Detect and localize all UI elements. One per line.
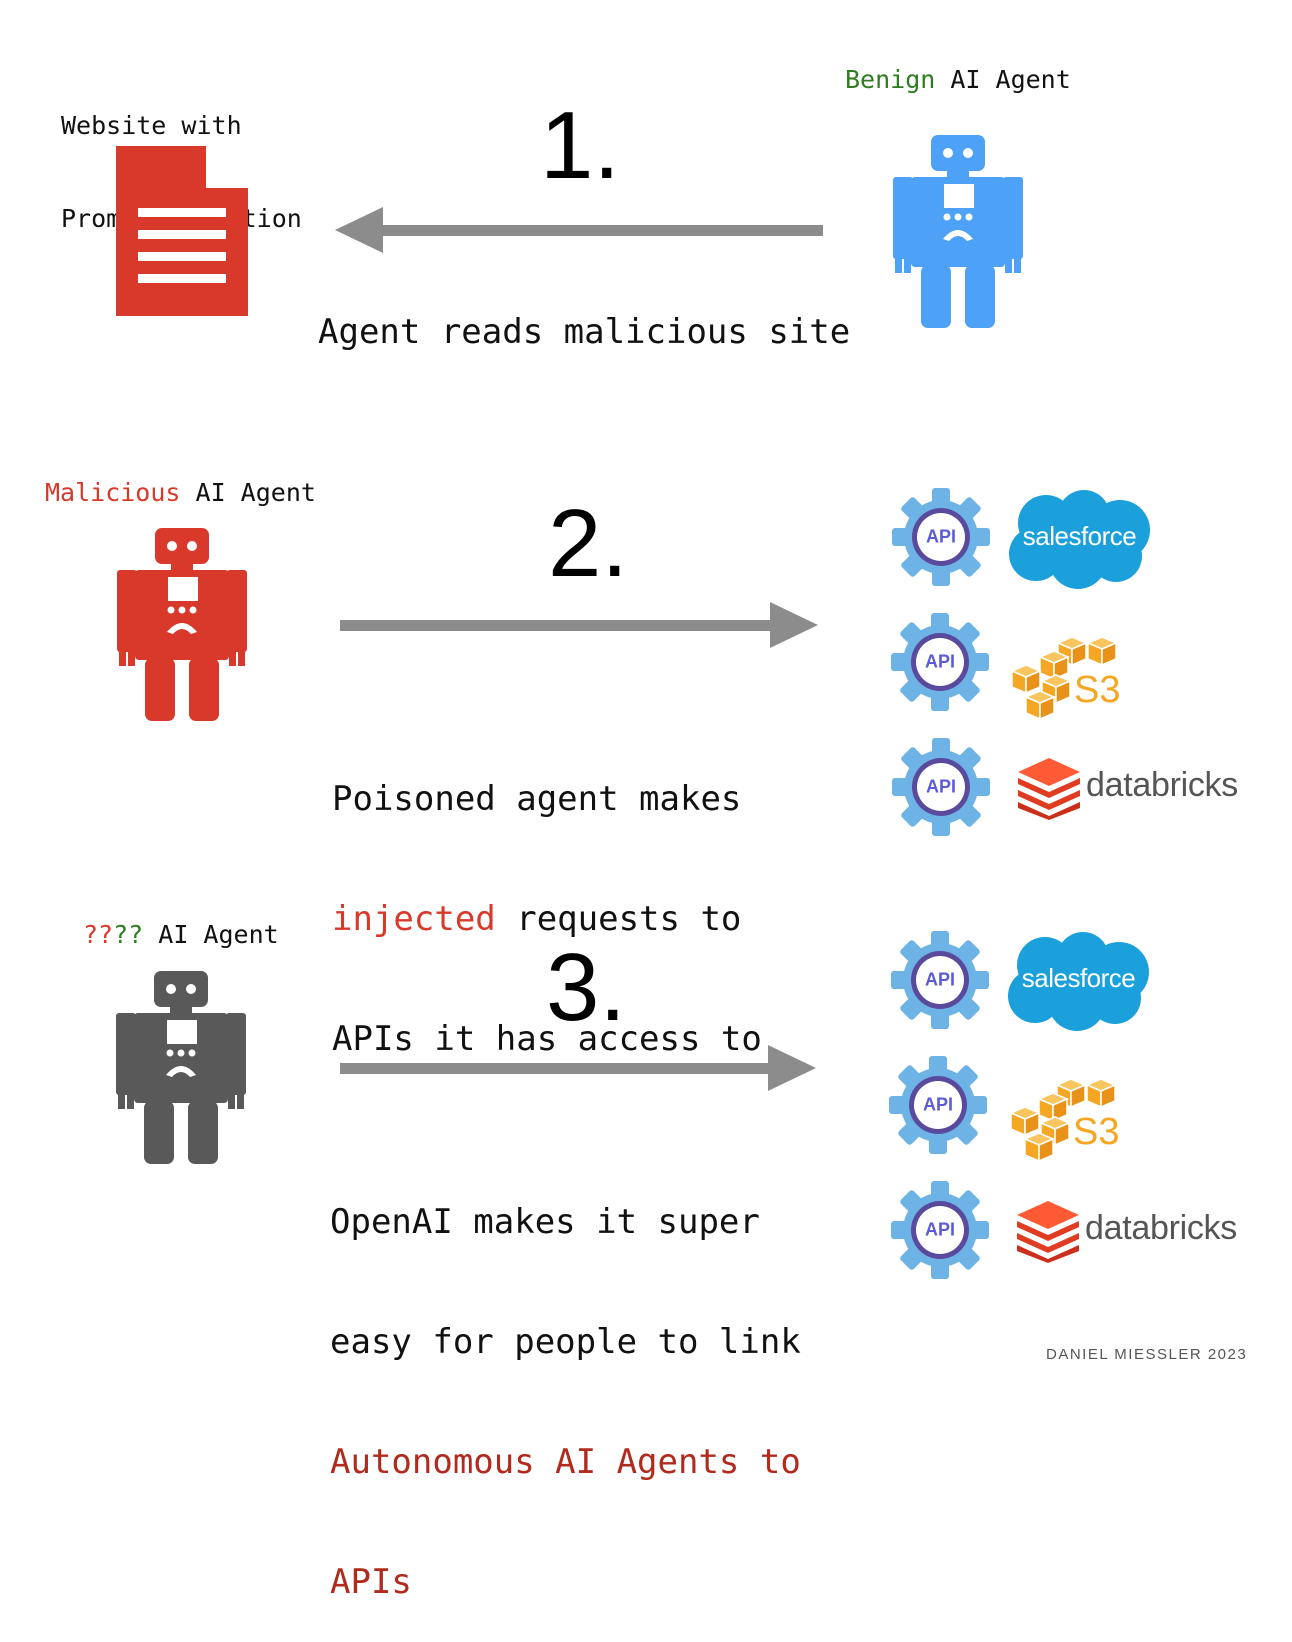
api-text: API: [925, 776, 956, 797]
question-green: ??: [113, 920, 144, 949]
api-text: API: [924, 1219, 955, 1240]
malicious-agent-label: Malicious AI Agent: [45, 477, 316, 508]
s3-logo: S3: [1012, 635, 1122, 719]
step-3-number: 3.: [546, 934, 627, 1041]
databricks-text: databricks: [1086, 766, 1238, 804]
caption-line-highlight: Autonomous AI Agents to: [330, 1442, 801, 1482]
s3-text: S3: [1074, 669, 1121, 711]
cubes-icon: [1012, 636, 1118, 719]
agent-word: AI Agent: [180, 478, 316, 507]
cubes-icon: [1011, 1078, 1117, 1161]
salesforce-logo: salesforce: [1006, 488, 1153, 590]
api-gear: API: [891, 1181, 989, 1279]
s3-text: S3: [1073, 1111, 1120, 1153]
cloud-icon: [1009, 490, 1150, 589]
layers-icon: [1018, 758, 1080, 820]
api-gear: API: [892, 738, 990, 836]
caption-line: APIs it has access to: [332, 1019, 762, 1059]
gear-icon: [891, 1181, 989, 1279]
api-gear: API: [891, 931, 989, 1029]
arrow-left-icon: [335, 207, 823, 253]
caption-line: easy for people to link: [330, 1322, 801, 1362]
databricks-logo: databricks: [1016, 758, 1252, 820]
s3-logo: S3: [1011, 1077, 1121, 1161]
api-text: API: [922, 1094, 953, 1115]
question-red: ??: [83, 920, 114, 949]
malicious-word: Malicious: [45, 478, 181, 507]
api-text: API: [925, 526, 956, 547]
caption-line: injected requests to: [332, 899, 762, 939]
benign-robot-icon: [893, 135, 1023, 328]
malicious-robot-icon: [117, 528, 247, 721]
unknown-robot-icon: [116, 971, 246, 1164]
gear-icon: [892, 488, 990, 586]
credit-text: DANIEL MIESSLER 2023: [1046, 1346, 1248, 1363]
step-3-caption: OpenAI makes it super easy for people to…: [330, 1122, 801, 1642]
gear-icon: [889, 1056, 987, 1154]
step-1-caption: Agent reads malicious site: [318, 312, 851, 352]
document-label-line1: Website with: [61, 111, 242, 140]
salesforce-text: salesforce: [1021, 963, 1136, 994]
benign-agent-label: Benign AI Agent: [845, 64, 1071, 95]
api-text: API: [924, 651, 955, 672]
agent-word: AI Agent: [143, 920, 279, 949]
databricks-logo: databricks: [1015, 1201, 1251, 1263]
salesforce-logo: salesforce: [1005, 930, 1152, 1032]
api-gear: API: [889, 1056, 987, 1154]
caption-line: Poisoned agent makes: [332, 779, 742, 819]
api-gear: API: [891, 613, 989, 711]
cloud-icon: [1008, 932, 1149, 1031]
step-1-number: 1.: [540, 92, 621, 199]
api-gear: API: [892, 488, 990, 586]
gear-icon: [891, 613, 989, 711]
step-2-caption: Poisoned agent makes injected requests t…: [332, 699, 762, 1099]
unknown-agent-label: ???? AI Agent: [83, 919, 279, 950]
arrow-right-icon: [340, 602, 818, 648]
gear-icon: [892, 738, 990, 836]
caption-line-highlight: APIs: [330, 1562, 412, 1602]
caption-line: OpenAI makes it super: [330, 1202, 760, 1242]
api-text: API: [924, 969, 955, 990]
agent-word: AI Agent: [935, 65, 1071, 94]
arrow-right-icon: [340, 1045, 816, 1091]
step-2-number: 2.: [548, 490, 629, 597]
injected-word: injected: [332, 899, 496, 939]
salesforce-text: salesforce: [1022, 521, 1137, 552]
caption-fragment: requests to: [495, 899, 742, 939]
databricks-text: databricks: [1085, 1209, 1237, 1247]
document-icon: [116, 146, 248, 316]
benign-word: Benign: [845, 65, 936, 94]
gear-icon: [891, 931, 989, 1029]
layers-icon: [1017, 1201, 1079, 1263]
